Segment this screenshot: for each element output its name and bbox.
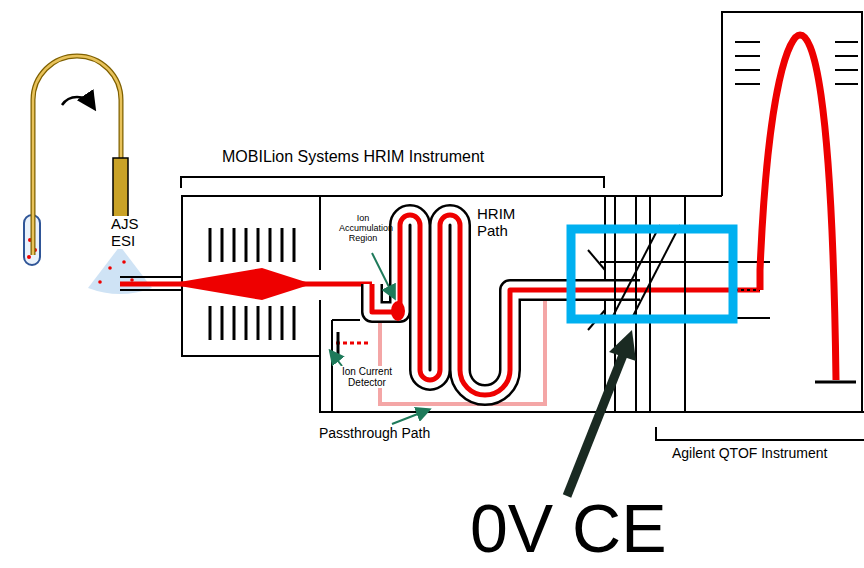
callout-arrowhead	[609, 330, 636, 361]
ion-current-beam	[336, 342, 370, 345]
reflectron	[735, 42, 858, 84]
path-label: Passthrough Path	[318, 426, 431, 441]
instrument-label: MOBILion Systems HRIM Instrument	[222, 148, 562, 166]
hrim-channel	[372, 215, 640, 395]
path-label: HRIM Path	[476, 206, 530, 239]
tof-flight-path	[760, 35, 836, 380]
tof-detector	[815, 381, 856, 384]
callout-arrow	[567, 355, 623, 496]
leader-arrow	[392, 410, 428, 424]
highlight-box	[571, 229, 733, 319]
leader-arrow	[372, 253, 394, 297]
flow-arrow	[62, 97, 92, 105]
accumulation-region	[391, 301, 405, 321]
bracket	[181, 177, 604, 188]
sample-dot	[27, 255, 31, 259]
region-label: Ion Accumulation Region	[338, 214, 388, 244]
detector-label: Ion Current Detector	[336, 366, 398, 388]
qtof-instrument	[588, 12, 864, 412]
hrim-path	[372, 215, 760, 395]
ion-current-detector	[337, 332, 340, 354]
transfer-tube	[33, 56, 121, 255]
source-label: AJS ESI	[110, 216, 146, 249]
ion-beam	[168, 268, 312, 300]
transfer-tube	[33, 56, 121, 255]
leader-arrow	[331, 352, 342, 366]
instrument-label: Agilent QTOF Instrument	[672, 446, 860, 461]
spray-plume	[88, 246, 152, 294]
callout-label: 0V CE	[470, 491, 770, 566]
bracket	[656, 427, 864, 440]
